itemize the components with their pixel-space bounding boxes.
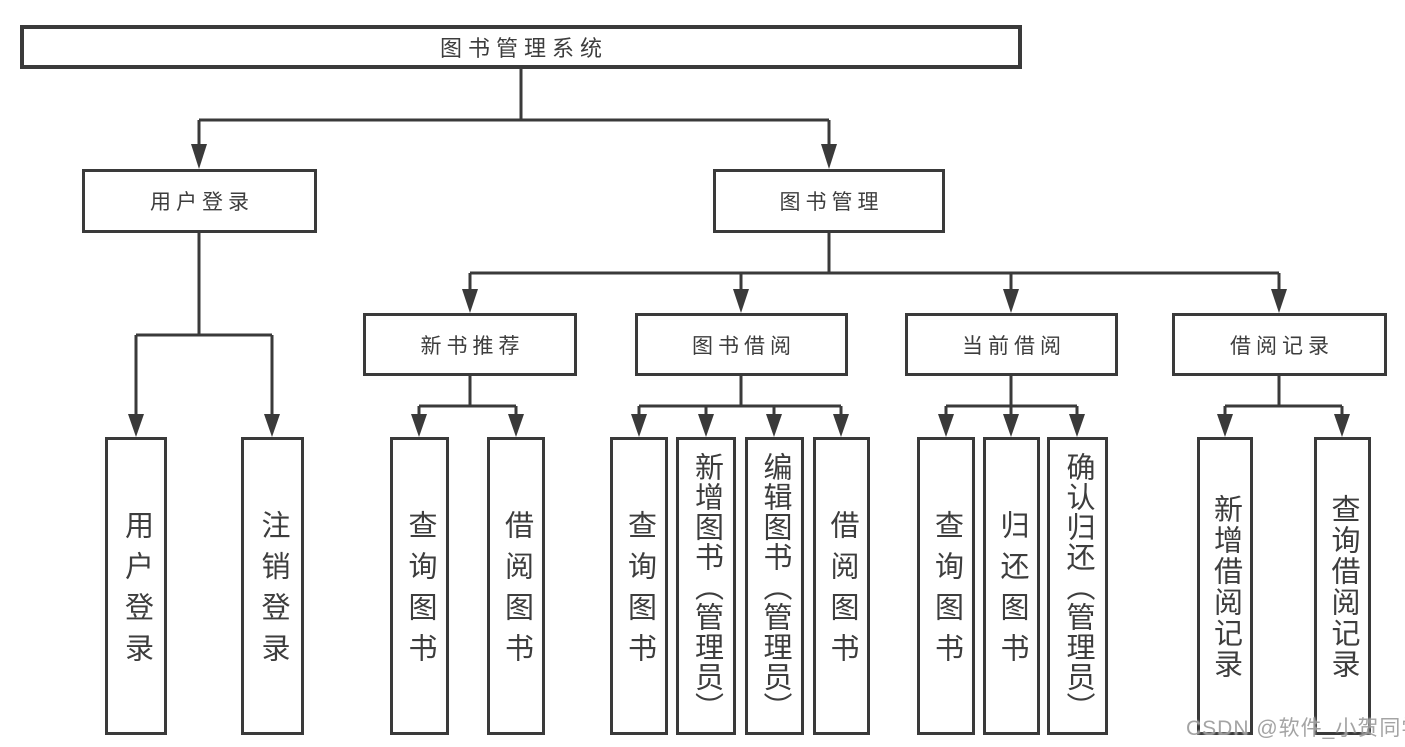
node-new-book-recommend-label: 新书推荐 [420, 334, 525, 358]
node-book-borrow-label: 图书借阅 [692, 334, 796, 358]
leaf-cb-return-book: 归还图书 [983, 437, 1040, 735]
leaf-bb-borrow-book-label: 借阅图书 [826, 510, 858, 674]
leaf-bb-add-book-label: 新增图书（管理员） [690, 451, 723, 722]
arrowheads [128, 144, 1350, 437]
leaf-user-login: 用户登录 [105, 437, 167, 735]
connector-level3-branches [417, 376, 1344, 416]
leaf-nbr-borrow-book: 借阅图书 [487, 437, 545, 735]
leaf-bb-borrow-book: 借阅图书 [813, 437, 870, 735]
node-current-borrow-label: 当前借阅 [962, 334, 1066, 358]
leaf-cb-query-book-label: 查询图书 [930, 510, 963, 674]
leaf-br-query-record: 查询借阅记录 [1314, 437, 1371, 735]
leaf-cb-query-book: 查询图书 [917, 437, 975, 735]
node-user-login-label: 用户登录 [150, 191, 254, 214]
csdn-watermark: CSDN @软件_小贺同学 [1186, 717, 1405, 740]
leaf-br-add-record-label: 新增借阅记录 [1209, 494, 1242, 680]
node-book-management: 图书管理 [713, 169, 945, 233]
connector-userlogin-branch [134, 233, 274, 416]
node-user-login: 用户登录 [82, 169, 317, 233]
node-borrow-record-label: 借阅记录 [1230, 334, 1334, 358]
leaf-bb-edit-book-label: 编辑图书（管理员） [759, 451, 791, 722]
leaf-nbr-query-book: 查询图书 [390, 437, 449, 735]
node-book-management-label: 图书管理 [779, 191, 884, 214]
connector-bookmgmt-branch [468, 233, 1281, 291]
leaf-bb-add-book: 新增图书（管理员） [676, 437, 736, 735]
leaf-bb-query-book-label: 查询图书 [623, 510, 656, 674]
leaf-bb-edit-book: 编辑图书（管理员） [745, 437, 804, 735]
leaf-bb-query-book: 查询图书 [610, 437, 668, 735]
leaf-cb-return-book-label: 归还图书 [996, 510, 1028, 674]
node-new-book-recommend: 新书推荐 [363, 313, 577, 376]
node-book-borrow: 图书借阅 [635, 313, 848, 376]
leaf-logout-login-label: 注销登录 [257, 510, 289, 674]
leaf-br-add-record: 新增借阅记录 [1197, 437, 1253, 735]
node-root-label: 图书管理系统 [439, 36, 608, 61]
node-borrow-record: 借阅记录 [1172, 313, 1387, 376]
node-root: 图书管理系统 [20, 25, 1022, 69]
leaf-cb-confirm-return: 确认归还（管理员） [1047, 437, 1108, 735]
leaf-user-login-label: 用户登录 [120, 510, 153, 674]
leaf-nbr-query-book-label: 查询图书 [404, 510, 436, 674]
leaf-br-query-record-label: 查询借阅记录 [1327, 494, 1359, 680]
leaf-nbr-borrow-book-label: 借阅图书 [500, 510, 533, 674]
node-current-borrow: 当前借阅 [905, 313, 1118, 376]
leaf-cb-confirm-return-label: 确认归还（管理员） [1062, 451, 1094, 722]
leaf-logout-login: 注销登录 [241, 437, 304, 735]
connector-root-to-level2 [197, 69, 831, 146]
